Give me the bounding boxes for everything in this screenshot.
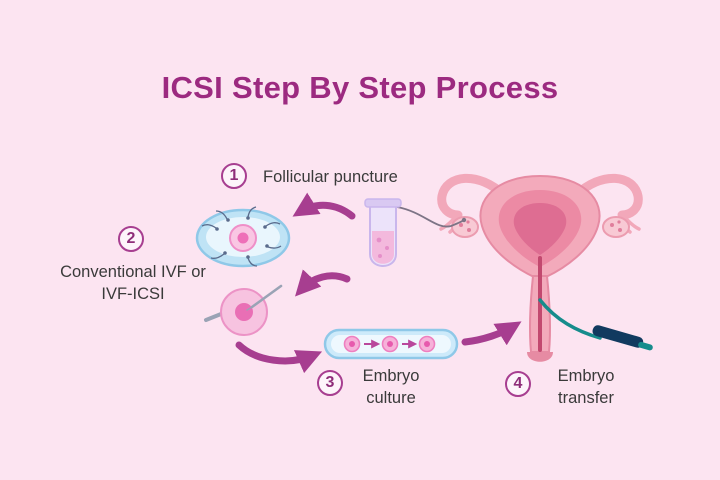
petri-dish-ivf-icon: [195, 206, 291, 268]
step-4-badge: 4: [505, 371, 531, 397]
aspiration-needle-icon: [396, 206, 467, 228]
step-1-number: 1: [229, 167, 239, 184]
icsi-injection-icon: [204, 284, 283, 336]
step-3-badge: 3: [317, 370, 343, 396]
catheter-icon: [538, 298, 653, 351]
step-4-number: 4: [513, 375, 523, 392]
test-tube-icon: [364, 198, 402, 267]
step-1-label: Follicular puncture: [263, 168, 398, 186]
step-1-badge: 1: [221, 163, 247, 189]
step-2-number: 2: [126, 230, 136, 247]
step-4-label: Embryo transfer: [557, 367, 615, 407]
page-title: ICSI Step By Step Process: [161, 70, 559, 105]
step-2-badge: 2: [118, 226, 144, 252]
flow-arrow-icon: [235, 192, 522, 374]
uterus-illustration: [437, 173, 643, 362]
step-3-label: Embryo culture: [362, 367, 420, 407]
embryo-culture-dish-icon: [323, 328, 459, 360]
step-3-number: 3: [325, 374, 335, 391]
step-2-label: Conventional IVF or IVF-ICSI: [60, 263, 206, 303]
